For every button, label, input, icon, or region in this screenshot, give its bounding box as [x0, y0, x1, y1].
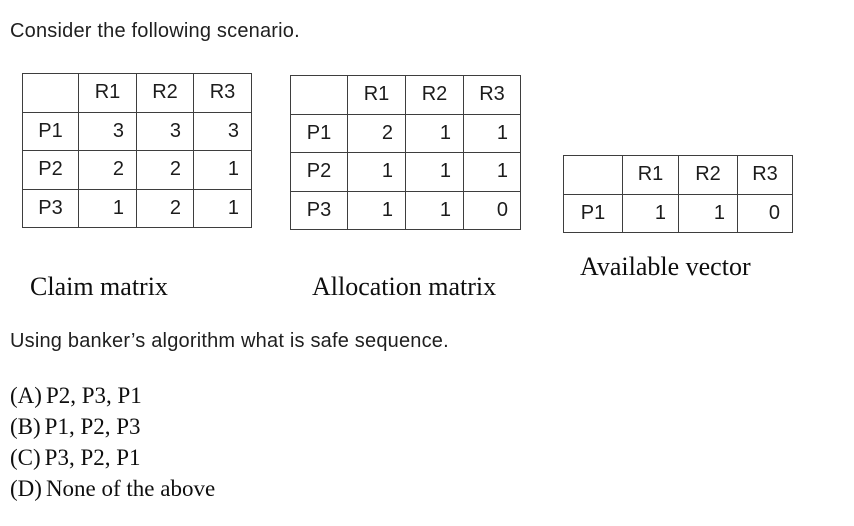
- matrix-cell: 1: [405, 113, 464, 153]
- matrix-row-header: P2: [290, 152, 348, 192]
- table-row: P3 1 1 0: [290, 190, 521, 230]
- matrix-row-header: P1: [22, 111, 79, 151]
- matrix-cell: 1: [622, 193, 679, 233]
- answer-option-b: (B)P1, P2, P3: [10, 411, 215, 442]
- allocation-matrix-table: R1 R2 R3 P1 2 1 1 P2 1 1 1 P3 1 1 0: [290, 75, 521, 230]
- matrix-col-header: R3: [193, 73, 252, 113]
- matrix-cell: 1: [405, 152, 464, 192]
- matrix-cell: 3: [193, 111, 252, 151]
- option-text: P3, P2, P1: [44, 445, 141, 470]
- option-letter: (D): [10, 476, 42, 501]
- table-row: R1 R2 R3: [563, 155, 793, 195]
- available-vector-label: Available vector: [580, 252, 751, 281]
- matrix-row-header: P3: [290, 190, 348, 230]
- matrix-row-header: P2: [22, 150, 79, 190]
- matrix-cell: 3: [78, 111, 137, 151]
- claim-matrix-label: Claim matrix: [30, 272, 168, 301]
- matrix-cell: 1: [463, 152, 521, 192]
- available-vector-table: R1 R2 R3 P1 1 1 0: [563, 155, 793, 233]
- option-text: P1, P2, P3: [44, 414, 141, 439]
- table-row: P1 1 1 0: [563, 193, 793, 233]
- table-row: R1 R2 R3: [290, 75, 521, 115]
- matrix-cell: 1: [193, 150, 252, 190]
- matrix-row-header: P1: [563, 193, 623, 233]
- option-letter: (B): [10, 414, 41, 439]
- table-row: P1 2 1 1: [290, 113, 521, 153]
- matrix-corner-cell: [22, 73, 79, 113]
- table-row: P1 3 3 3: [22, 111, 252, 151]
- allocation-matrix-label: Allocation matrix: [312, 272, 497, 301]
- scenario-intro-text: Consider the following scenario.: [10, 20, 300, 42]
- answer-option-a: (A)P2, P3, P1: [10, 380, 215, 411]
- matrix-corner-cell: [563, 155, 623, 195]
- option-letter: (A): [10, 383, 42, 408]
- answer-options: (A)P2, P3, P1 (B)P1, P2, P3 (C)P3, P2, P…: [10, 380, 215, 504]
- table-row: P2 1 1 1: [290, 152, 521, 192]
- answer-option-d: (D)None of the above: [10, 473, 215, 504]
- matrix-corner-cell: [290, 75, 348, 115]
- matrix-col-header: R3: [463, 75, 521, 115]
- matrix-cell: 1: [405, 190, 464, 230]
- matrix-cell: 1: [678, 193, 738, 233]
- matrix-cell: 1: [347, 152, 406, 192]
- matrix-col-header: R2: [678, 155, 738, 195]
- matrix-cell: 0: [463, 190, 521, 230]
- question-text: Using banker’s algorithm what is safe se…: [10, 330, 449, 352]
- matrix-cell: 2: [136, 150, 194, 190]
- matrix-cell: 1: [78, 188, 137, 228]
- option-text: None of the above: [45, 476, 216, 501]
- matrix-col-header: R1: [622, 155, 679, 195]
- table-row: P2 2 2 1: [22, 150, 252, 190]
- matrix-col-header: R2: [405, 75, 464, 115]
- option-letter: (C): [10, 445, 41, 470]
- matrix-col-header: R1: [78, 73, 137, 113]
- matrix-cell: 2: [78, 150, 137, 190]
- matrix-col-header: R2: [136, 73, 194, 113]
- matrix-cell: 1: [193, 188, 252, 228]
- table-row: P3 1 2 1: [22, 188, 252, 228]
- matrix-cell: 1: [463, 113, 521, 153]
- table-row: R1 R2 R3: [22, 73, 252, 113]
- matrix-cell: 0: [737, 193, 793, 233]
- matrix-cell: 2: [136, 188, 194, 228]
- matrix-cell: 1: [347, 190, 406, 230]
- matrix-col-header: R3: [737, 155, 793, 195]
- matrix-col-header: R1: [347, 75, 406, 115]
- matrix-row-header: P3: [22, 188, 79, 228]
- matrix-cell: 2: [347, 113, 406, 153]
- matrix-cell: 3: [136, 111, 194, 151]
- answer-option-c: (C)P3, P2, P1: [10, 442, 215, 473]
- option-text: P2, P3, P1: [45, 383, 142, 408]
- matrix-row-header: P1: [290, 113, 348, 153]
- claim-matrix-table: R1 R2 R3 P1 3 3 3 P2 2 2 1 P3 1 2 1: [22, 73, 252, 228]
